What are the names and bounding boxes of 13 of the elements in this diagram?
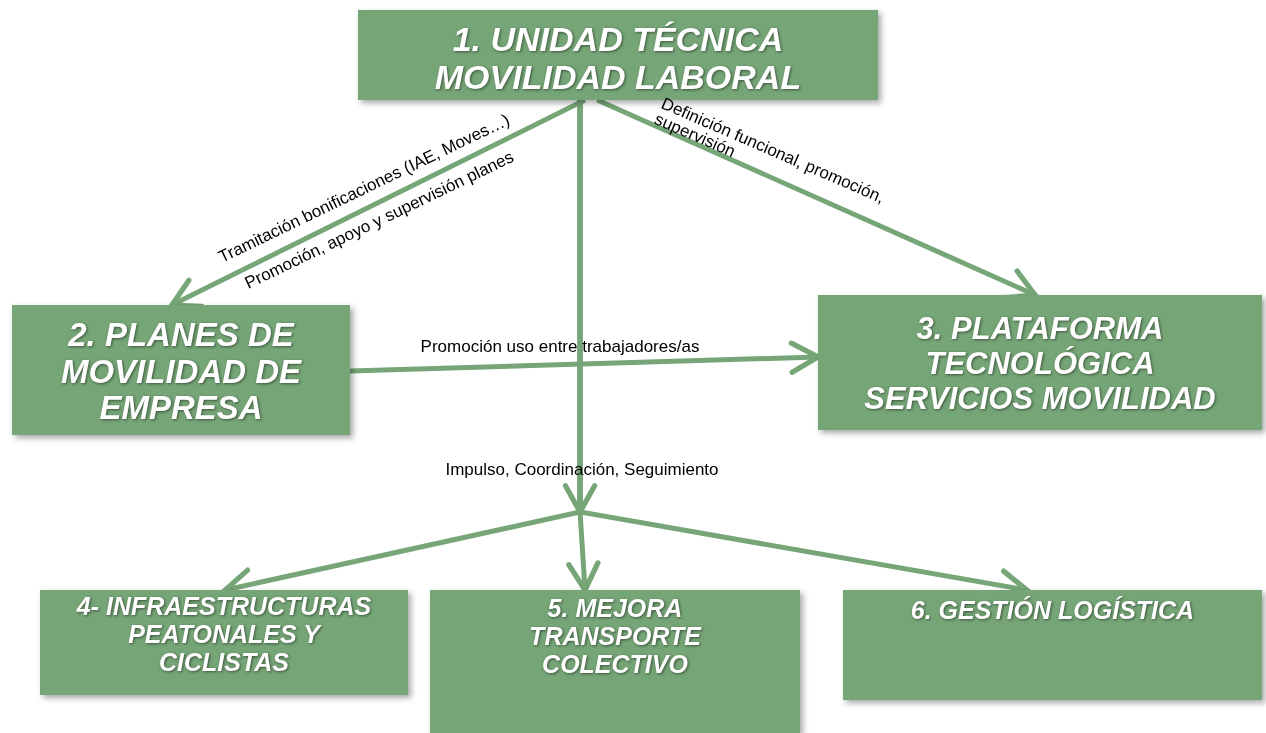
process-box [40, 590, 408, 695]
process-box [430, 590, 800, 733]
edge-label: Impulso, Coordinación, Seguimiento [445, 459, 719, 481]
process-box [12, 305, 350, 435]
box-title: 3. PLATAFORMA TECNOLÓGICA SERVICIOS MOVILIDAD [863, 312, 1217, 417]
edge-label: Promoción uso entre trabajadores/as [420, 336, 700, 358]
box-title: 4- INFRAESTRUCTURAS PEATONALES Y CICLISTAS [75, 592, 373, 676]
box-title: 2. PLANES DE MOVILIDAD DE EMPRESA [59, 316, 303, 428]
process-box [843, 590, 1262, 700]
box-title: 1. UNIDAD TÉCNICA MOVILIDAD LABORAL [433, 19, 803, 97]
process-box [818, 295, 1262, 430]
box-title: 5. MEJORA TRANSPORTE COLECTIVO [528, 594, 703, 678]
box-title: 6. GESTIÓN LOGÍSTICA [910, 596, 1195, 624]
